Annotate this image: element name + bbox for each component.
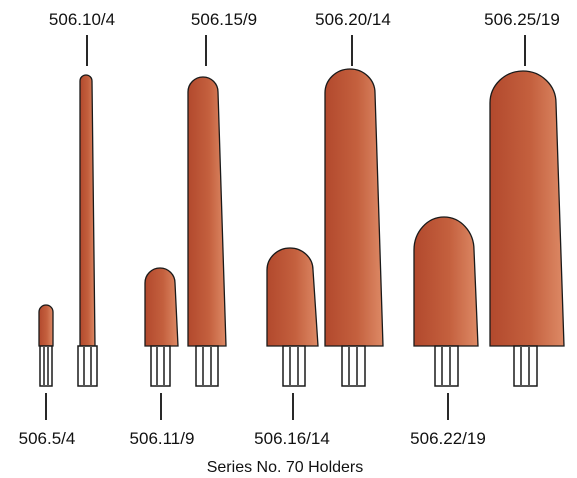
- holder-506-20-14: [324, 68, 384, 387]
- holder-506-10-4: [77, 74, 98, 387]
- label-506-10-4: 506.10/4: [49, 10, 115, 29]
- label-506-20-14: 506.20/14: [315, 10, 391, 29]
- holder-506-11-9: [144, 267, 179, 387]
- holder-506-5-4: [38, 304, 54, 387]
- label-506-22-19: 506.22/19: [410, 429, 486, 448]
- label-506-15-9: 506.15/9: [191, 10, 257, 29]
- holder-506-15-9: [187, 76, 227, 387]
- label-506-11-9: 506.11/9: [130, 429, 195, 448]
- diagram-caption: Series No. 70 Holders: [207, 459, 364, 476]
- label-506-16-14: 506.16/14: [254, 429, 330, 448]
- label-506-5-4: 506.5/4: [19, 429, 76, 448]
- label-506-25-19: 506.25/19: [484, 10, 560, 29]
- holder-506-16-14: [266, 247, 319, 387]
- holder-506-22-19: [413, 216, 479, 387]
- holder-506-25-19: [489, 70, 565, 387]
